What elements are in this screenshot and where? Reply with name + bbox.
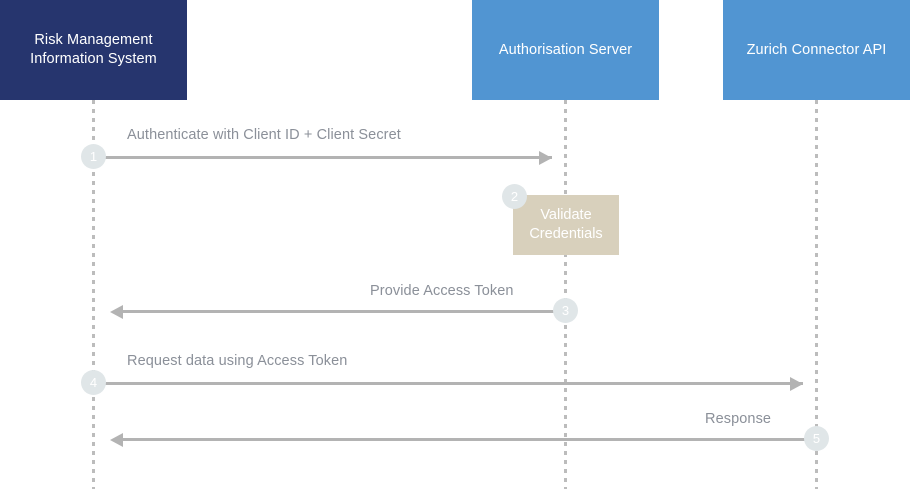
- activation-label: Validate Credentials: [529, 207, 603, 242]
- message-arrow-request-data: [93, 382, 803, 385]
- arrowhead-left-icon: [110, 432, 123, 447]
- message-arrow-authenticate: [93, 156, 552, 159]
- message-label-authenticate: Authenticate with Client ID + Client Sec…: [127, 127, 401, 143]
- lifeline-zurich-connector-api: [815, 100, 818, 489]
- message-arrow-provide-access-token: [123, 310, 565, 313]
- arrowhead-right-icon: [790, 376, 803, 391]
- lifeline-authorisation-server: [564, 100, 567, 489]
- lifeline-risk-management-information-system: [92, 100, 95, 489]
- activation-box-validate-credentials[interactable]: Validate Credentials: [513, 195, 619, 255]
- participant-authorisation-server[interactable]: Authorisation Server: [472, 0, 659, 100]
- step-number-badge-4: 4: [81, 370, 106, 395]
- participant-zurich-connector-api[interactable]: Zurich Connector API: [723, 0, 910, 100]
- message-arrow-response: [123, 438, 816, 441]
- step-number-badge-3: 3: [553, 298, 578, 323]
- participant-label: Risk Management Information System: [30, 32, 157, 67]
- participant-label: Authorisation Server: [498, 41, 633, 58]
- participant-label: Zurich Connector API: [746, 41, 887, 58]
- step-number-badge-1: 1: [81, 144, 106, 169]
- step-number-badge-2: 2: [502, 184, 527, 209]
- participant-risk-management-information-system[interactable]: Risk Management Information System: [0, 0, 187, 100]
- step-number-badge-5: 5: [804, 426, 829, 451]
- arrowhead-left-icon: [110, 304, 123, 319]
- message-label-request-data: Request data using Access Token: [127, 353, 348, 369]
- message-label-provide-access-token: Provide Access Token: [370, 283, 514, 299]
- message-label-response: Response: [705, 411, 772, 427]
- arrowhead-right-icon: [539, 150, 552, 165]
